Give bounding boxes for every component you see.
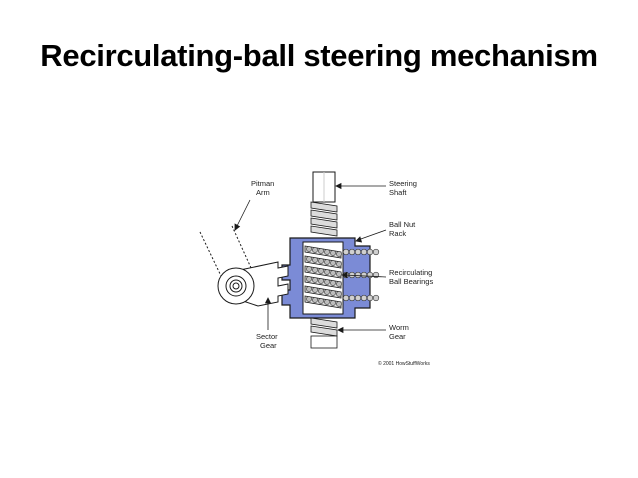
page-title: Recirculating-ball steering mechanism <box>40 38 598 73</box>
worm-gear-upper <box>310 201 338 237</box>
steering-shaft-label-line1: Steering <box>389 179 417 188</box>
ball-bearings <box>304 245 342 309</box>
worm-gear-lower <box>310 317 338 349</box>
leader-lines <box>234 182 387 334</box>
ball-return-tubes <box>342 248 380 302</box>
ball-bearings-label-line2: Ball Bearings <box>389 277 433 286</box>
sector-gear-label-line1: Sector <box>256 332 278 341</box>
steering-shaft <box>312 171 336 203</box>
pitman-arm-label-line1: Pitman <box>251 179 274 188</box>
sector-gear-label-line2: Gear <box>260 341 277 350</box>
pitman-arm-label-line2: Arm <box>256 188 270 197</box>
pitman-arm-outline <box>199 225 253 279</box>
steering-shaft-label-line2: Shaft <box>389 188 407 197</box>
ball-nut-rack-label-line2: Rack <box>389 229 406 238</box>
worm-gear-label-line2: Gear <box>389 332 406 341</box>
ball-bearings-label-line1: Recirculating <box>389 268 432 277</box>
ball-nut-rack-label-line1: Ball Nut <box>389 220 416 229</box>
worm-gear-label-line1: Worm <box>389 323 409 332</box>
sector-gear <box>217 261 289 307</box>
copyright-text: © 2001 HowStuffWorks <box>378 360 430 367</box>
